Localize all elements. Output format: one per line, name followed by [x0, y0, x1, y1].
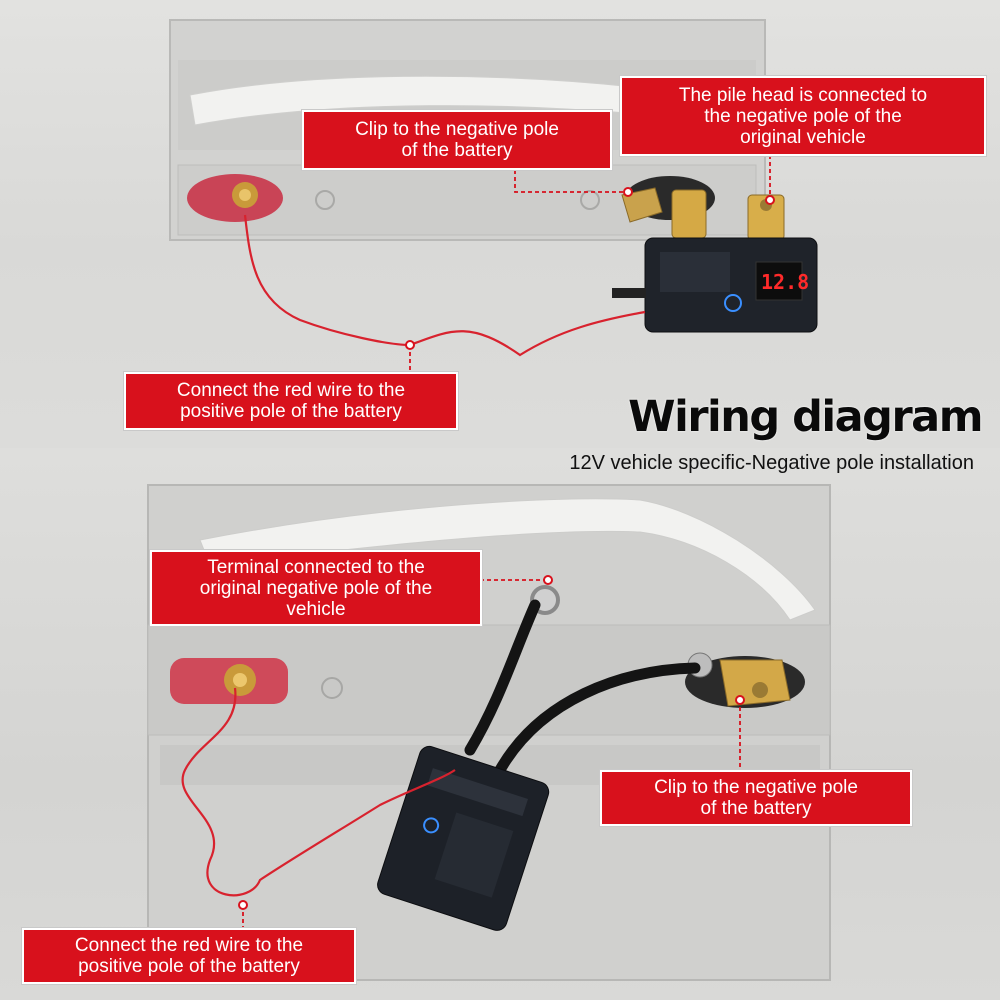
- diagram-title: Wiring diagram: [628, 392, 983, 442]
- top-battery: 12.8: [169, 19, 818, 357]
- callout-bottom-terminal: Terminal connected to the original negat…: [150, 550, 482, 626]
- callout-top-red-wire: Connect the red wire to the positive pol…: [124, 372, 458, 430]
- callout-bottom-clip-negative: Clip to the negative pole of the battery: [600, 770, 912, 826]
- top-positive-terminal: [187, 174, 283, 222]
- bottom-battery-switch: [377, 745, 550, 931]
- callout-bottom-red-wire: Connect the red wire to the positive pol…: [22, 928, 356, 984]
- callout-top-clip-negative: Clip to the negative pole of the battery: [302, 110, 612, 170]
- bottom-leader-lines: [242, 579, 741, 930]
- bottom-negative-terminal: [685, 652, 805, 708]
- top-battery-switch: 12.8: [644, 237, 818, 333]
- callout-top-pile-head: The pile head is connected to the negati…: [620, 76, 986, 156]
- diagram-subtitle: 12V vehicle specific-Negative pole insta…: [569, 452, 974, 474]
- top-negative-terminal: [621, 176, 785, 241]
- bottom-battery: [147, 484, 831, 981]
- voltage-display: 12.8: [761, 270, 809, 294]
- bottom-positive-terminal: [170, 658, 288, 704]
- top-leader-lines: [409, 155, 771, 372]
